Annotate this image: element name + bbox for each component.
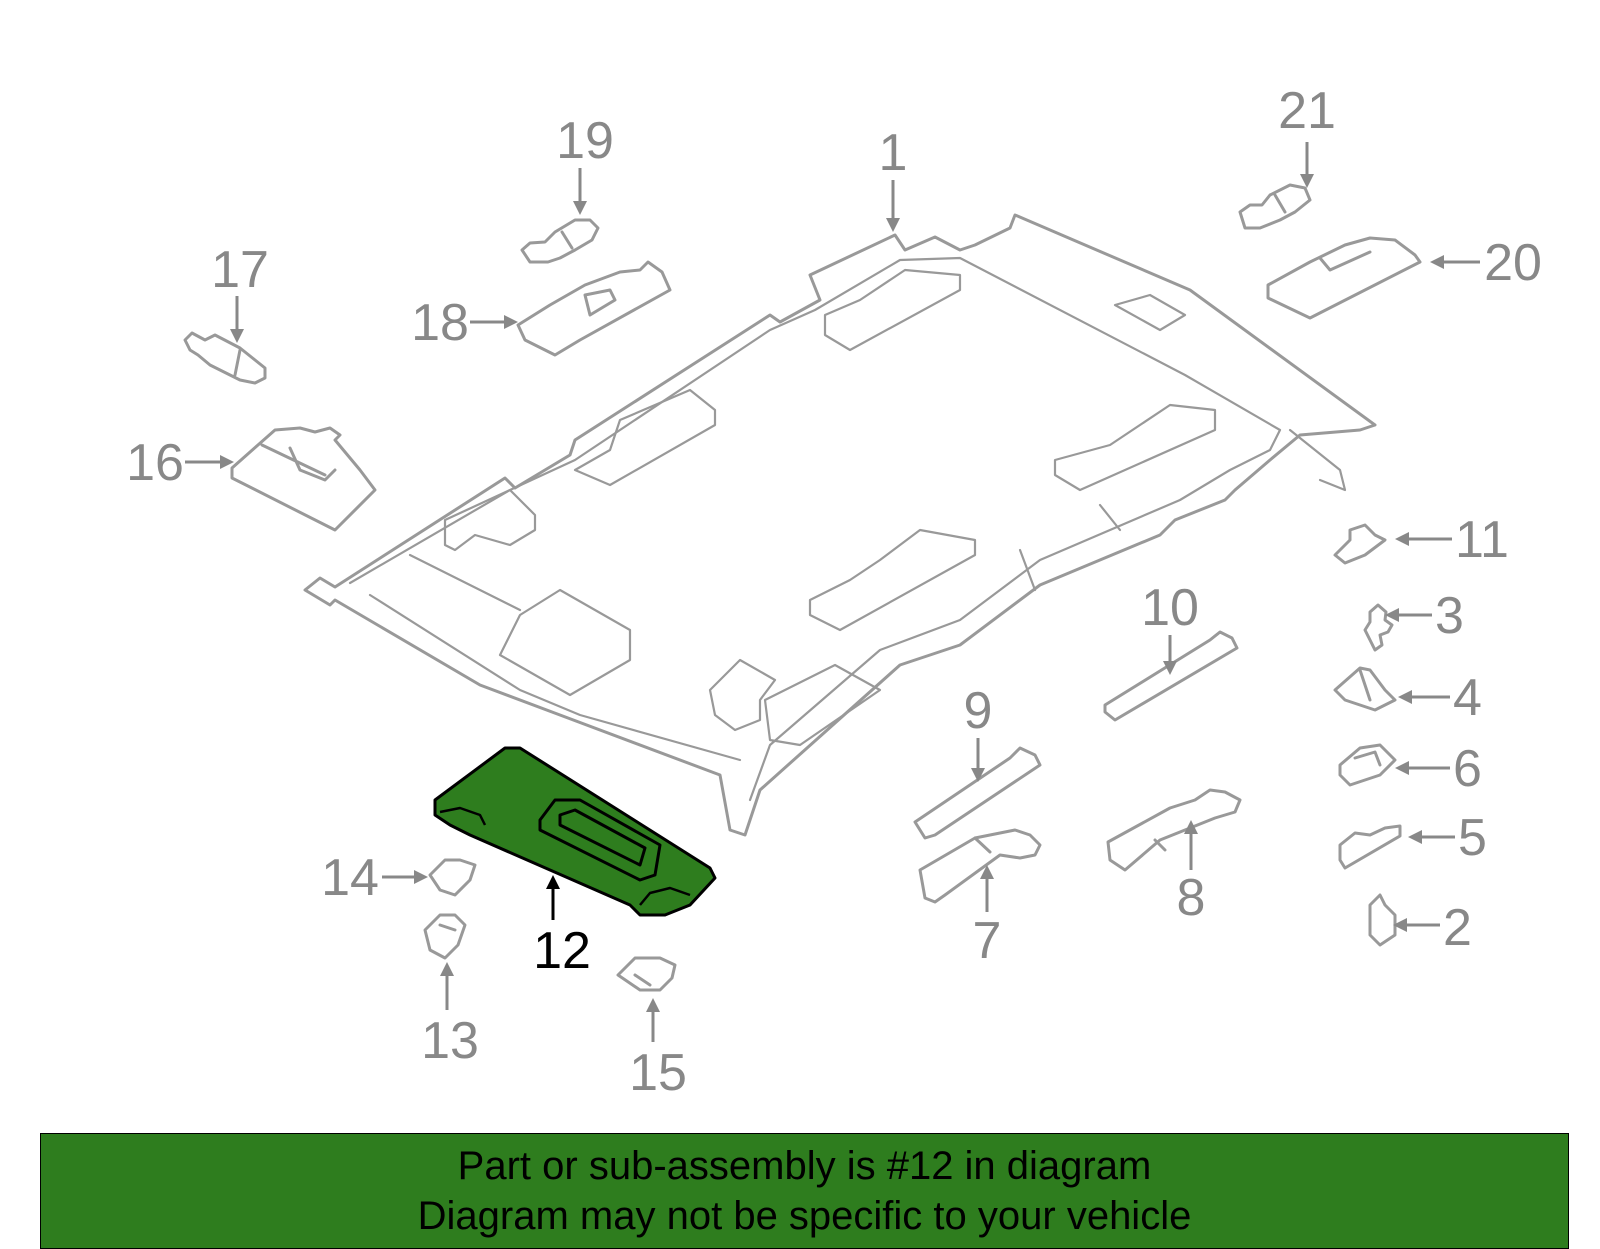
part-6-bracket[interactable] [1338,743,1397,787]
part-4-bracket[interactable] [1333,666,1397,712]
part-2-clip[interactable] [1368,893,1397,947]
callout-11[interactable]: 11 [1455,511,1509,569]
callout-1[interactable]: 1 [879,124,908,182]
callout-17[interactable]: 17 [211,241,269,299]
callout-14[interactable]: 14 [321,849,379,907]
callout-10[interactable]: 10 [1141,579,1199,637]
callout-12[interactable]: 12 [533,922,591,980]
callout-5[interactable]: 5 [1458,809,1487,867]
part-12-sun-visor[interactable] [433,746,717,917]
info-banner: Part or sub-assembly is #12 in diagram D… [40,1133,1569,1249]
part-5-bracket[interactable] [1338,824,1402,870]
callout-9[interactable]: 9 [964,682,993,740]
callout-8[interactable]: 8 [1177,869,1206,927]
part-21-bulb[interactable] [1238,183,1312,230]
callout-18[interactable]: 18 [411,294,469,352]
callout-7[interactable]: 7 [973,912,1002,970]
part-17-bulb[interactable] [183,331,267,385]
callout-15[interactable]: 15 [629,1044,687,1102]
callout-arrows [185,142,1480,1042]
part-9-bracket[interactable] [913,746,1042,840]
part-11-clip[interactable] [1333,523,1387,565]
callout-19[interactable]: 19 [556,112,614,170]
callout-20[interactable]: 20 [1484,234,1542,292]
callout-6[interactable]: 6 [1453,740,1482,798]
part-7-handle[interactable] [918,828,1042,904]
part-8-handle[interactable] [1106,788,1242,872]
part-18-dome-lamp[interactable] [516,260,672,357]
part-3-fastener[interactable] [1363,603,1394,652]
part-16-dome-lamp[interactable] [230,426,377,532]
part-13-clip[interactable] [423,913,467,960]
callout-21[interactable]: 21 [1278,82,1336,140]
part-10-bracket[interactable] [1103,630,1239,722]
part-14-clip[interactable] [428,858,477,897]
part-19-bulb[interactable] [520,218,600,264]
callout-13[interactable]: 13 [421,1012,479,1070]
callout-labels: 1 2 3 4 5 6 7 8 9 10 11 12 13 14 15 16 1… [126,82,1542,1102]
banner-line-1: Part or sub-assembly is #12 in diagram [457,1144,1152,1188]
callout-3[interactable]: 3 [1435,587,1464,645]
callout-2[interactable]: 2 [1443,899,1472,957]
part-20-dome-lamp[interactable] [1266,236,1422,320]
callout-4[interactable]: 4 [1453,669,1482,727]
part-1-headliner[interactable] [303,213,1377,837]
callout-16[interactable]: 16 [126,434,184,492]
part-15-clip[interactable] [616,956,677,992]
banner-line-2: Diagram may not be specific to your vehi… [417,1194,1192,1238]
